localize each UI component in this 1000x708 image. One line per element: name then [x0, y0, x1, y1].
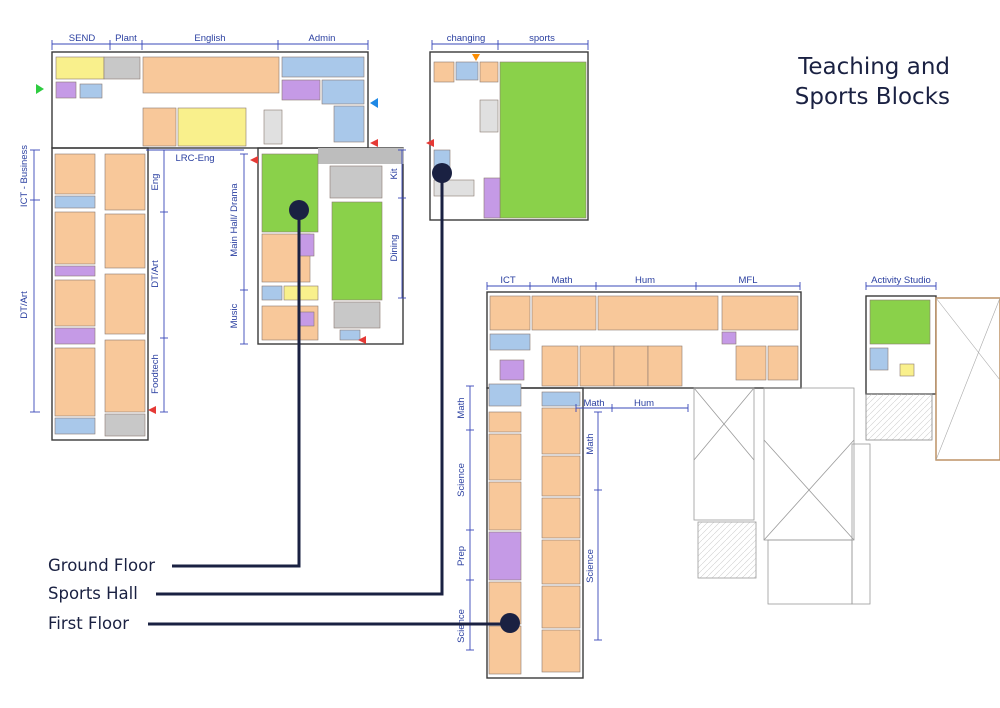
zone-label-math-right: Math	[585, 433, 596, 454]
entrance-arrow-red-icon	[250, 156, 258, 164]
sports-hall-marker-icon	[432, 163, 452, 183]
activity-studio-block	[865, 295, 1000, 461]
zone-label-science-left-1: Science	[456, 463, 467, 497]
zone-label-music: Music	[229, 303, 240, 328]
zone-labels: SEND Plant English Admin changing sports…	[19, 33, 931, 643]
entrance-arrow-red-icon	[148, 406, 156, 414]
first-floor-block	[486, 291, 802, 679]
zone-label-hum-mid: Hum	[634, 398, 654, 409]
zone-label-ict-business: ICT - Business	[19, 145, 30, 207]
first-floor-marker-icon	[500, 613, 520, 633]
legend-sports-hall: Sports Hall	[48, 584, 138, 603]
zone-label-mfl: MFL	[739, 275, 758, 286]
entrance-arrow-green-icon	[36, 84, 44, 94]
entrance-arrow-red-icon	[358, 336, 366, 344]
legend-leaders	[148, 173, 510, 626]
page-title-line-2: Sports Blocks	[794, 84, 950, 110]
page-title-line-1: Teaching and	[798, 54, 950, 80]
zone-label-send: SEND	[69, 33, 96, 44]
zone-label-dt-art-left: DT/Art	[19, 291, 30, 319]
zone-label-hum-top: Hum	[635, 275, 655, 286]
ground-floor-block	[51, 51, 404, 441]
ground-floor-marker-icon	[289, 200, 309, 220]
zone-label-lrc-eng: LRC-Eng	[175, 153, 214, 164]
zone-label-english: English	[194, 33, 225, 44]
zone-label-dt-art-mid: DT/Art	[150, 260, 161, 288]
entrance-arrow-red-icon	[370, 139, 378, 147]
legend-ground-floor: Ground Floor	[48, 556, 155, 575]
zone-label-changing: changing	[447, 33, 486, 44]
zone-label-math-top: Math	[551, 275, 572, 286]
sports-hall-block	[429, 51, 589, 221]
zone-label-sports: sports	[529, 33, 555, 44]
zone-label-plant: Plant	[115, 33, 137, 44]
zone-label-math-left: Math	[456, 397, 467, 418]
zone-label-admin: Admin	[309, 33, 336, 44]
entrance-arrow-orange-icon	[472, 54, 480, 61]
roof-outline	[693, 387, 871, 605]
zone-label-dining: Dining	[389, 235, 400, 262]
zone-label-main-hall-drama: Main Hall/ Drama	[229, 183, 240, 257]
zone-dimension-lines	[30, 40, 937, 651]
entrance-arrow-red-icon	[426, 139, 434, 147]
zone-label-kit: Kit	[389, 168, 400, 179]
legend-first-floor: First Floor	[48, 614, 130, 633]
zone-label-ict: ICT	[500, 275, 516, 286]
zone-label-science-right: Science	[585, 549, 596, 583]
ground-floor-leader-line	[172, 210, 301, 568]
zone-label-foodtech: Foodtech	[150, 354, 161, 394]
zone-label-activity-studio: Activity Studio	[871, 275, 931, 286]
zone-label-eng: Eng	[150, 174, 161, 191]
sports-hall-leader-line	[156, 173, 444, 596]
entrance-markers	[36, 54, 480, 414]
zone-label-science-left-2: Science	[456, 609, 467, 643]
page-title: Teaching and Sports Blocks	[730, 52, 950, 112]
zone-label-math-mid: Math	[583, 398, 604, 409]
zone-label-prep: Prep	[456, 546, 467, 566]
entrance-arrow-blue-icon	[370, 98, 378, 108]
